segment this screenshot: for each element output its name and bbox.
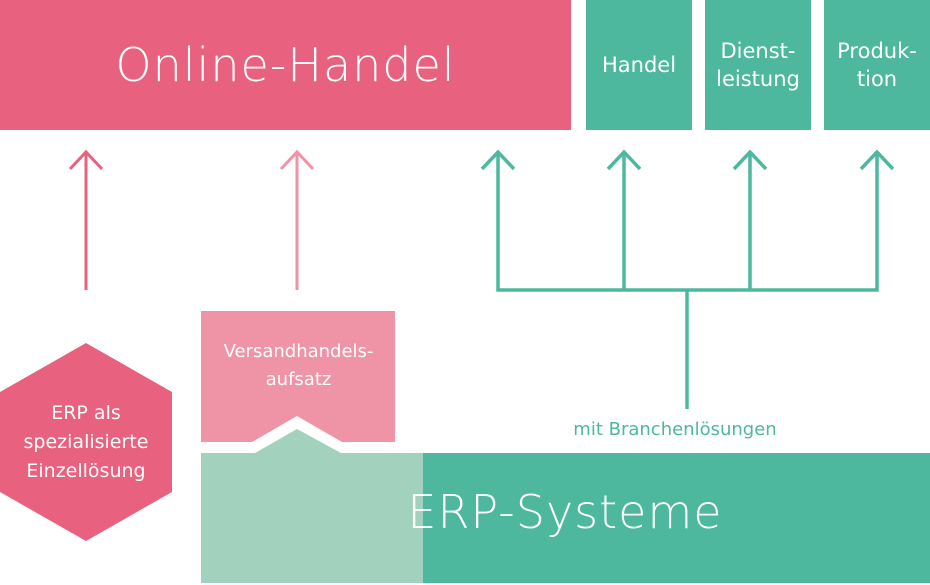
hexagon-label: ERP als spezialisierte Einzellösung bbox=[23, 401, 149, 482]
branch-label: Handel bbox=[601, 53, 677, 77]
branchenloesungen-label: mit Branchenlösungen bbox=[573, 419, 777, 440]
erp-systeme-label: ERP-Systeme bbox=[407, 485, 723, 539]
arrow-hexagon-to-online bbox=[68, 149, 104, 290]
arrow-versand-to-online bbox=[279, 149, 315, 290]
erp-systeme-light-part bbox=[201, 429, 423, 583]
versandhandel-box bbox=[201, 311, 395, 442]
online-handel-label: Online-Handel bbox=[115, 38, 456, 92]
branch-label: Produk- tion bbox=[837, 39, 917, 91]
arrows-erp-branches bbox=[480, 149, 895, 409]
erp-hexagon bbox=[0, 343, 172, 541]
online-handel-box: Online-Handel bbox=[0, 0, 571, 130]
hexagon-container: ERP als spezialisierte Einzellösung bbox=[0, 343, 172, 541]
branch-handel-box: Handel bbox=[586, 0, 692, 130]
branch-dienstleistung-box: Dienst- leistung bbox=[705, 0, 811, 130]
versandhandel-label: Versandhandels- aufsatz bbox=[223, 341, 374, 390]
branch-label: Dienst- leistung bbox=[716, 39, 800, 91]
erp-systeme-box bbox=[423, 453, 930, 583]
branch-produktion-box: Produk- tion bbox=[824, 0, 930, 130]
